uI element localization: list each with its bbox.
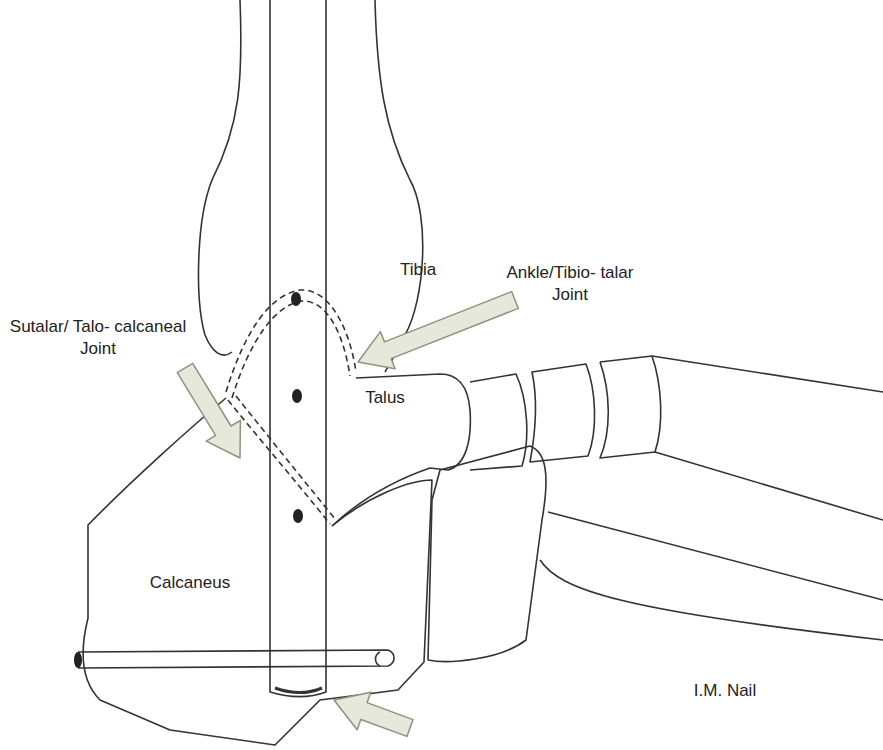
pointer-arrow xyxy=(358,292,518,369)
subtalar-joint-line xyxy=(236,396,336,520)
subtalar-joint-line xyxy=(228,400,330,524)
tibia-outline xyxy=(375,0,423,372)
calcaneal-screw xyxy=(78,650,394,668)
bone-label: Calcaneus xyxy=(130,572,250,594)
pointer-arrow xyxy=(334,692,413,736)
calcaneus-outline xyxy=(83,398,432,745)
metatarsal-outline xyxy=(600,356,883,392)
talus-outline xyxy=(332,374,470,526)
navicular-outline xyxy=(470,374,527,470)
metatarsal-outline xyxy=(548,512,883,600)
im-nail xyxy=(270,0,326,697)
tibia-outline xyxy=(199,0,241,355)
metatarsal-outline xyxy=(652,356,661,452)
locking-screw-hole xyxy=(291,292,301,306)
locking-screw-hole xyxy=(292,389,302,403)
metatarsal-outline xyxy=(600,362,883,520)
im-nail-tip xyxy=(275,688,322,693)
ankle-joint-line xyxy=(232,301,350,398)
calcaneal-screw xyxy=(376,652,381,666)
implant-label: I.M. Nail xyxy=(670,680,780,702)
cuneiform-outline xyxy=(530,364,595,462)
bone-label: Talus xyxy=(340,387,430,409)
cuboid-outline xyxy=(428,446,546,661)
locking-screw-hole xyxy=(74,652,82,668)
joint-label: Ankle/Tibio- talar Joint xyxy=(505,262,635,306)
locking-screw-hole xyxy=(293,509,303,523)
pointer-arrow xyxy=(177,363,240,458)
bone-label: Tibia xyxy=(368,259,468,281)
joint-label: Sutalar/ Talo- calcaneal Joint xyxy=(8,316,188,360)
metatarsal-outline xyxy=(540,560,883,640)
